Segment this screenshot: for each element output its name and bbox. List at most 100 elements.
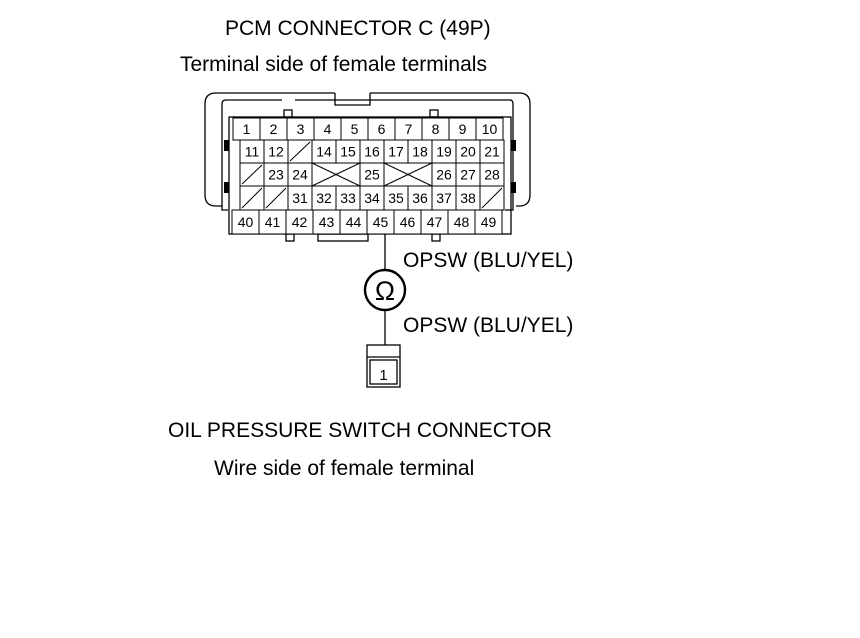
terminal-47: 47	[420, 209, 449, 235]
terminal-19: 19	[431, 139, 457, 164]
terminal-42: 42	[285, 209, 314, 235]
terminal-number: 33	[340, 190, 356, 206]
terminal-number: 40	[238, 214, 254, 230]
terminal-46: 46	[393, 209, 422, 235]
pcm-connector-housing	[204, 92, 531, 242]
terminal-number: 18	[412, 144, 428, 160]
switch-connector-icon	[366, 344, 401, 388]
terminal-9: 9	[448, 117, 477, 141]
terminal-number: 2	[270, 121, 278, 137]
terminal-number: 32	[316, 190, 332, 206]
terminal-number: 21	[484, 144, 500, 160]
terminal-number: 43	[319, 214, 335, 230]
pcm-connector-title: PCM CONNECTOR C (49P)	[225, 17, 491, 40]
terminal-21: 21	[479, 139, 505, 164]
terminal-11: 11	[239, 139, 265, 164]
terminal-blank	[239, 185, 265, 211]
terminal-number: 16	[364, 144, 380, 160]
terminal-blank	[287, 139, 313, 164]
terminal-33: 33	[335, 185, 361, 211]
terminal-14: 14	[311, 139, 337, 164]
terminal-1: 1	[232, 117, 261, 141]
terminal-number: 41	[265, 214, 281, 230]
terminal-number: 48	[454, 214, 470, 230]
terminal-16: 16	[359, 139, 385, 164]
terminal-26: 26	[431, 162, 457, 187]
terminal-number: 34	[364, 190, 380, 206]
terminal-number: 24	[292, 167, 308, 183]
switch-connector-title: OIL PRESSURE SWITCH CONNECTOR	[168, 419, 552, 442]
terminal-number: 17	[388, 144, 404, 160]
terminal-3: 3	[286, 117, 315, 141]
terminal-number: 26	[436, 167, 452, 183]
terminal-7: 7	[394, 117, 423, 141]
terminal-24: 24	[287, 162, 313, 187]
terminal-5: 5	[340, 117, 369, 141]
terminal-28: 28	[479, 162, 505, 187]
switch-connector-subtitle: Wire side of female terminal	[214, 457, 475, 480]
terminal-number: 35	[388, 190, 404, 206]
terminal-number: 19	[436, 144, 452, 160]
terminal-blank	[479, 185, 505, 211]
terminal-number: 5	[351, 121, 359, 137]
switch-terminal-1: 1	[379, 367, 387, 384]
terminal-number: 15	[340, 144, 356, 160]
terminal-number: 27	[460, 167, 476, 183]
lower-wire-label: OPSW (BLU/YEL)	[403, 314, 574, 337]
terminal-number: 45	[373, 214, 389, 230]
terminal-number: 9	[459, 121, 467, 137]
terminal-6: 6	[367, 117, 396, 141]
terminal-35: 35	[383, 185, 409, 211]
terminal-40: 40	[231, 209, 260, 235]
terminal-31: 31	[287, 185, 313, 211]
upper-wire-label: OPSW (BLU/YEL)	[403, 249, 574, 272]
terminal-number: 47	[427, 214, 443, 230]
ohmmeter-icon: Ω	[363, 268, 407, 312]
terminal-number: 37	[436, 190, 452, 206]
terminal-32: 32	[311, 185, 337, 211]
terminal-number: 38	[460, 190, 476, 206]
terminal-10: 10	[475, 117, 504, 141]
terminal-49: 49	[474, 209, 503, 235]
terminal-number: 42	[292, 214, 308, 230]
terminal-number: 8	[432, 121, 440, 137]
terminal-45: 45	[366, 209, 395, 235]
terminal-number: 23	[268, 167, 284, 183]
terminal-number: 6	[378, 121, 386, 137]
terminal-2: 2	[259, 117, 288, 141]
terminal-number: 31	[292, 190, 308, 206]
terminal-number: 1	[243, 121, 251, 137]
terminal-number: 46	[400, 214, 416, 230]
terminal-number: 11	[245, 144, 260, 160]
terminal-27: 27	[455, 162, 481, 187]
terminal-number: 4	[324, 121, 332, 137]
terminal-15: 15	[335, 139, 361, 164]
terminal-number: 49	[481, 214, 497, 230]
terminal-blank-x	[311, 162, 361, 187]
terminal-number: 25	[364, 167, 380, 183]
terminal-37: 37	[431, 185, 457, 211]
terminal-18: 18	[407, 139, 433, 164]
terminal-36: 36	[407, 185, 433, 211]
terminal-number: 10	[482, 121, 498, 137]
terminal-25: 25	[359, 162, 385, 187]
terminal-number: 3	[297, 121, 305, 137]
terminal-blank-x	[383, 162, 433, 187]
terminal-number: 14	[316, 144, 332, 160]
terminal-48: 48	[447, 209, 476, 235]
terminal-23: 23	[263, 162, 289, 187]
terminal-34: 34	[359, 185, 385, 211]
pcm-connector-subtitle: Terminal side of female terminals	[180, 53, 487, 76]
terminal-8: 8	[421, 117, 450, 141]
terminal-41: 41	[258, 209, 287, 235]
terminal-number: 12	[268, 144, 284, 160]
terminal-38: 38	[455, 185, 481, 211]
terminal-12: 12	[263, 139, 289, 164]
terminal-43: 43	[312, 209, 341, 235]
terminal-number: 36	[412, 190, 428, 206]
ohm-symbol: Ω	[375, 276, 395, 306]
terminal-number: 44	[346, 214, 362, 230]
terminal-20: 20	[455, 139, 481, 164]
